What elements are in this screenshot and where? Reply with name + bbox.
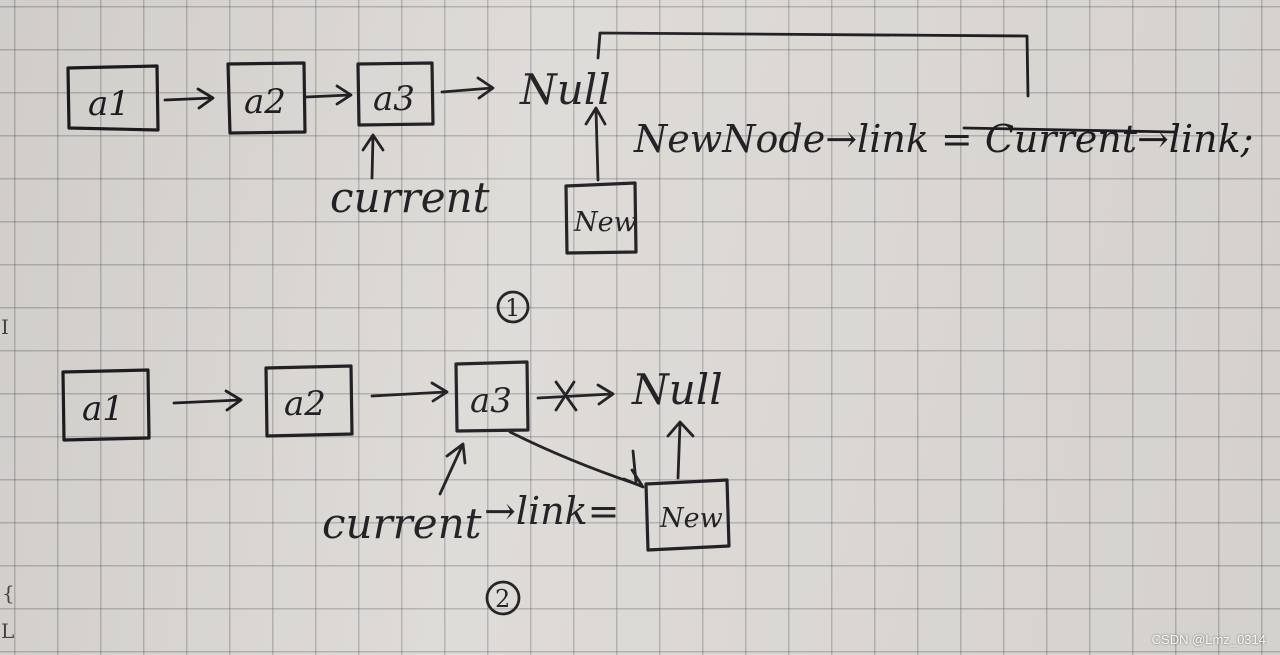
null-label: Null: [519, 65, 611, 114]
margin-mark: {: [2, 581, 15, 605]
arrow-head: [476, 76, 495, 100]
diagram-1: a1 a2 a3 Null current Ne: [66, 31, 1253, 324]
list-node-a3: a3: [454, 360, 530, 433]
step-number: 1: [505, 294, 520, 322]
removed-link-arrow: [536, 392, 614, 400]
arrow: [440, 86, 494, 94]
margin-mark: L: [1, 619, 14, 643]
node-label: a1: [88, 84, 130, 124]
node-label: a2: [284, 384, 326, 424]
link-connector: [596, 31, 1030, 98]
arrow: [370, 390, 448, 398]
arrow: [163, 96, 214, 102]
pointer-arrow: [370, 134, 375, 180]
arrow-head: [430, 381, 449, 403]
arrow-head: [622, 468, 645, 489]
diagram-2: a1 a2 a3 Null current: [61, 360, 731, 616]
new-node: New: [644, 478, 731, 552]
arrow-head: [224, 389, 243, 412]
new-node: New: [564, 181, 638, 255]
arrow: [304, 93, 352, 99]
null-label: Null: [631, 365, 723, 414]
code-statement: NewNode→link = Current→link;: [633, 117, 1253, 161]
margin-mark: I: [1, 315, 9, 339]
cross-mark: [554, 380, 578, 412]
node-label: a3: [373, 79, 415, 119]
arrow-head: [596, 383, 615, 406]
step-circle: [496, 290, 530, 324]
node-label: a2: [244, 82, 286, 122]
stroke: [631, 449, 638, 484]
arrow-head: [196, 87, 215, 110]
underline: [962, 126, 1176, 134]
list-node-a2: a2: [264, 364, 354, 438]
arrow-head: [666, 420, 695, 438]
node-label: a3: [470, 381, 512, 421]
new-node-label: New: [573, 207, 637, 238]
new-to-null-arrow: [676, 422, 682, 480]
list-node-a1: a1: [61, 368, 151, 442]
step-number: 2: [495, 585, 510, 613]
current-pointer-label: current: [330, 173, 490, 222]
arrow-head: [361, 133, 385, 152]
arrow-head: [335, 84, 353, 106]
arrow-head: [584, 106, 607, 126]
new-link-arrow: [508, 430, 644, 488]
arrow: [172, 398, 242, 405]
list-node-a2: a2: [226, 61, 307, 135]
new-to-null-arrow: [594, 108, 600, 182]
step-circle: [485, 580, 521, 616]
watermark: CSDN @Lmz_0314: [1151, 632, 1266, 647]
new-node-label: New: [659, 503, 723, 534]
node-label: a1: [82, 389, 124, 429]
current-pointer-label: current: [322, 499, 482, 548]
code-statement: →link=: [484, 489, 620, 533]
list-node-a1: a1: [66, 64, 160, 132]
pointer-arrow: [438, 444, 464, 496]
list-node-a3: a3: [356, 61, 435, 127]
arrow-head: [445, 442, 467, 465]
